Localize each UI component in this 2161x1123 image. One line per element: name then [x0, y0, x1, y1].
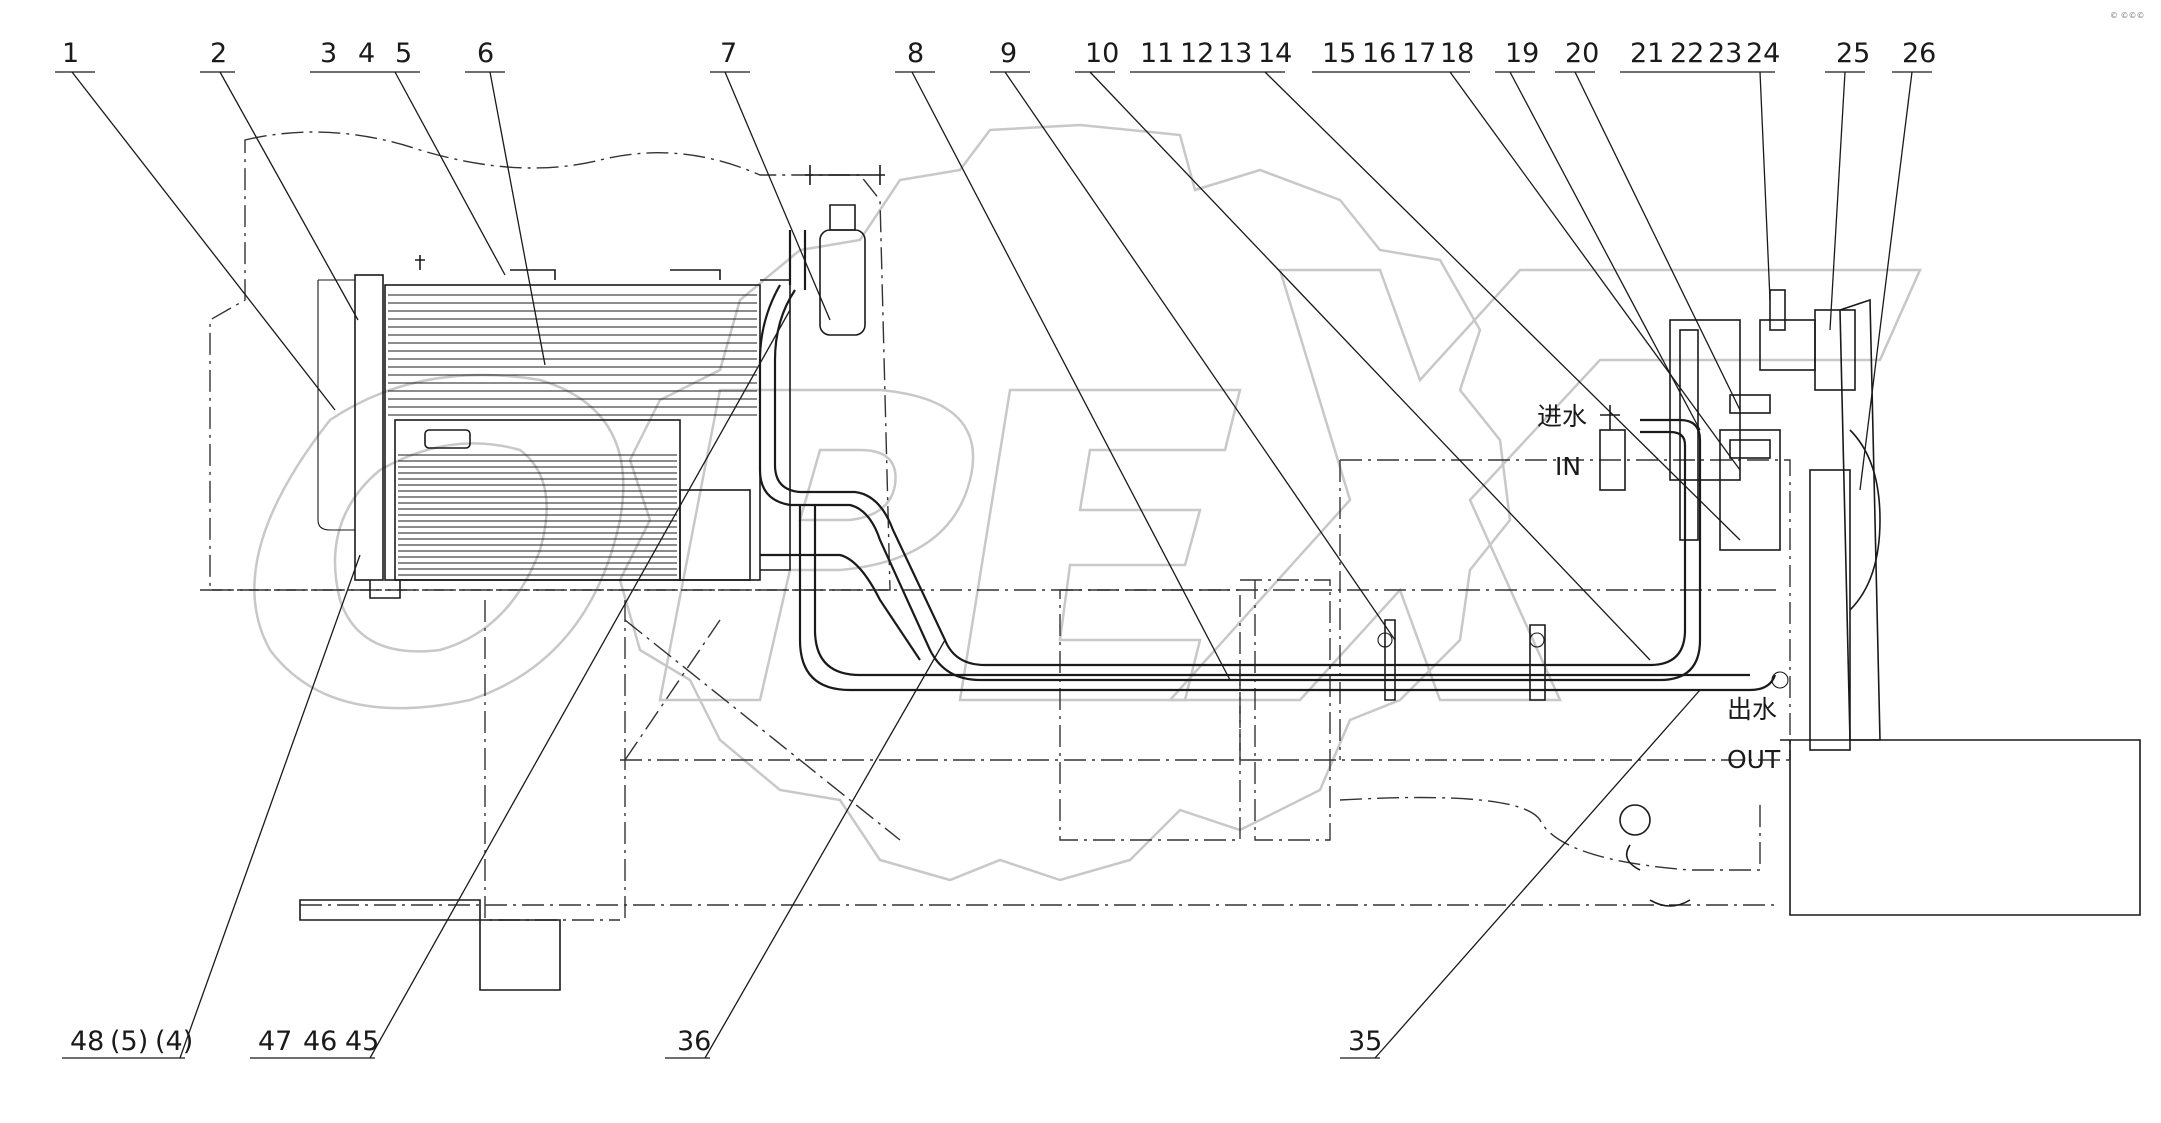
callout-4-ref: (4): [155, 1026, 193, 1057]
watermark-letter-x: [1167, 268, 1922, 702]
lower-chassis: [299, 739, 2141, 991]
callout-leader-line: [369, 309, 791, 1059]
water-pump-fan-assembly: [1599, 289, 1881, 751]
callout-13: 13: [1218, 38, 1252, 69]
outlet-label-cn: 出水: [1727, 695, 1777, 724]
pump-bracket: [1669, 319, 1741, 481]
callout-23: 23: [1708, 38, 1742, 69]
callout-15: 15: [1322, 38, 1356, 69]
callout-19: 19: [1505, 38, 1539, 69]
callout-18: 18: [1440, 38, 1474, 69]
callout-7: 7: [720, 38, 737, 69]
callout-11: 11: [1140, 38, 1174, 69]
flow-annotations: 进水 IN 出水 OUT: [1537, 402, 1781, 774]
watermark-letter-o: [253, 373, 625, 710]
belt-tensioner: [1719, 429, 1781, 551]
callouts-bottom: 48 (5) (4) 47 46 45 36 35: [70, 1026, 1382, 1057]
callout-36: 36: [677, 1026, 711, 1057]
brand-mark: © ©©©: [2110, 11, 2145, 20]
radiator-fins: [388, 294, 757, 576]
callout-14: 14: [1258, 38, 1292, 69]
callout-leader-line: [704, 639, 946, 1059]
callout-leader-line: [1859, 71, 1913, 491]
callout-35: 35: [1348, 1026, 1382, 1057]
callout-26: 26: [1902, 38, 1936, 69]
callout-22: 22: [1670, 38, 1704, 69]
inlet-label-en: IN: [1555, 452, 1581, 481]
fan-shroud: [1809, 469, 1851, 751]
vehicle-frame-phantom: [200, 131, 1791, 921]
callout-leader-line: [724, 71, 831, 321]
callout-46: 46: [303, 1026, 337, 1057]
callout-leader-line: [1574, 71, 1741, 411]
callout-21: 21: [1630, 38, 1664, 69]
callout-leader-line: [1509, 71, 1701, 431]
callout-leader-line: [1829, 71, 1846, 331]
callout-16: 16: [1362, 38, 1396, 69]
inlet-label-cn: 进水: [1537, 402, 1587, 431]
callout-leader-line: [219, 71, 359, 321]
watermark-letter-e: [958, 388, 1242, 702]
leader-lines: [55, 71, 1932, 1059]
pump-mount-plate: [1679, 329, 1699, 541]
callout-20: 20: [1565, 38, 1599, 69]
callout-8: 8: [907, 38, 924, 69]
callout-12: 12: [1180, 38, 1214, 69]
receiver-drier: [679, 489, 751, 581]
callout-leader-line: [911, 71, 1231, 681]
callout-47: 47: [258, 1026, 292, 1057]
callout-leader-line: [71, 71, 336, 411]
callouts-top: 1 2 3 4 5 6 7 8 9 10 11 12 13 14 15 16 1…: [62, 38, 1936, 69]
callout-9: 9: [1000, 38, 1017, 69]
callout-25: 25: [1836, 38, 1870, 69]
radiator-condenser-assembly: [317, 255, 791, 599]
callout-2: 2: [210, 38, 227, 69]
mounting-bolt: [1729, 439, 1771, 459]
callout-6: 6: [477, 38, 494, 69]
callout-leader-line: [179, 554, 361, 1059]
radiator-core: [384, 284, 761, 581]
callout-leader-line: [1264, 71, 1741, 541]
callout-3: 3: [320, 38, 337, 69]
callout-24: 24: [1746, 38, 1780, 69]
watermark-letter-p: [658, 388, 975, 702]
callout-1: 1: [62, 38, 79, 69]
callout-5-ref: (5): [110, 1026, 148, 1057]
pump-housing: [1759, 319, 1816, 371]
expansion-tank: [805, 165, 885, 336]
pulley: [1814, 309, 1856, 391]
callout-leader-line: [394, 71, 506, 276]
callout-4: 4: [358, 38, 375, 69]
callout-5: 5: [395, 38, 412, 69]
callout-leader-line: [1089, 71, 1651, 661]
coolant-pipe-run: [758, 230, 1789, 701]
callout-leader-line: [489, 71, 546, 366]
outlet-label-en: OUT: [1727, 745, 1781, 774]
inlet-fitting: [1599, 429, 1626, 491]
callout-48: 48: [70, 1026, 104, 1057]
radiator-side-tank-left: [354, 274, 384, 581]
mounting-bolt: [1729, 394, 1771, 414]
callout-leader-line: [1374, 689, 1701, 1059]
fan-blade: [1839, 298, 1881, 741]
callout-10: 10: [1085, 38, 1119, 69]
condenser-label-plate: [424, 429, 471, 449]
callout-45: 45: [345, 1026, 379, 1057]
callout-17: 17: [1402, 38, 1436, 69]
watermark-gear-outline: [618, 123, 1512, 882]
radiator-side-tank-right: [760, 279, 791, 571]
pump-inlet-stub: [1769, 289, 1786, 331]
callout-leader-line: [1449, 71, 1741, 471]
callout-leader-line: [1759, 71, 1771, 301]
callout-leader-line: [1004, 71, 1396, 641]
